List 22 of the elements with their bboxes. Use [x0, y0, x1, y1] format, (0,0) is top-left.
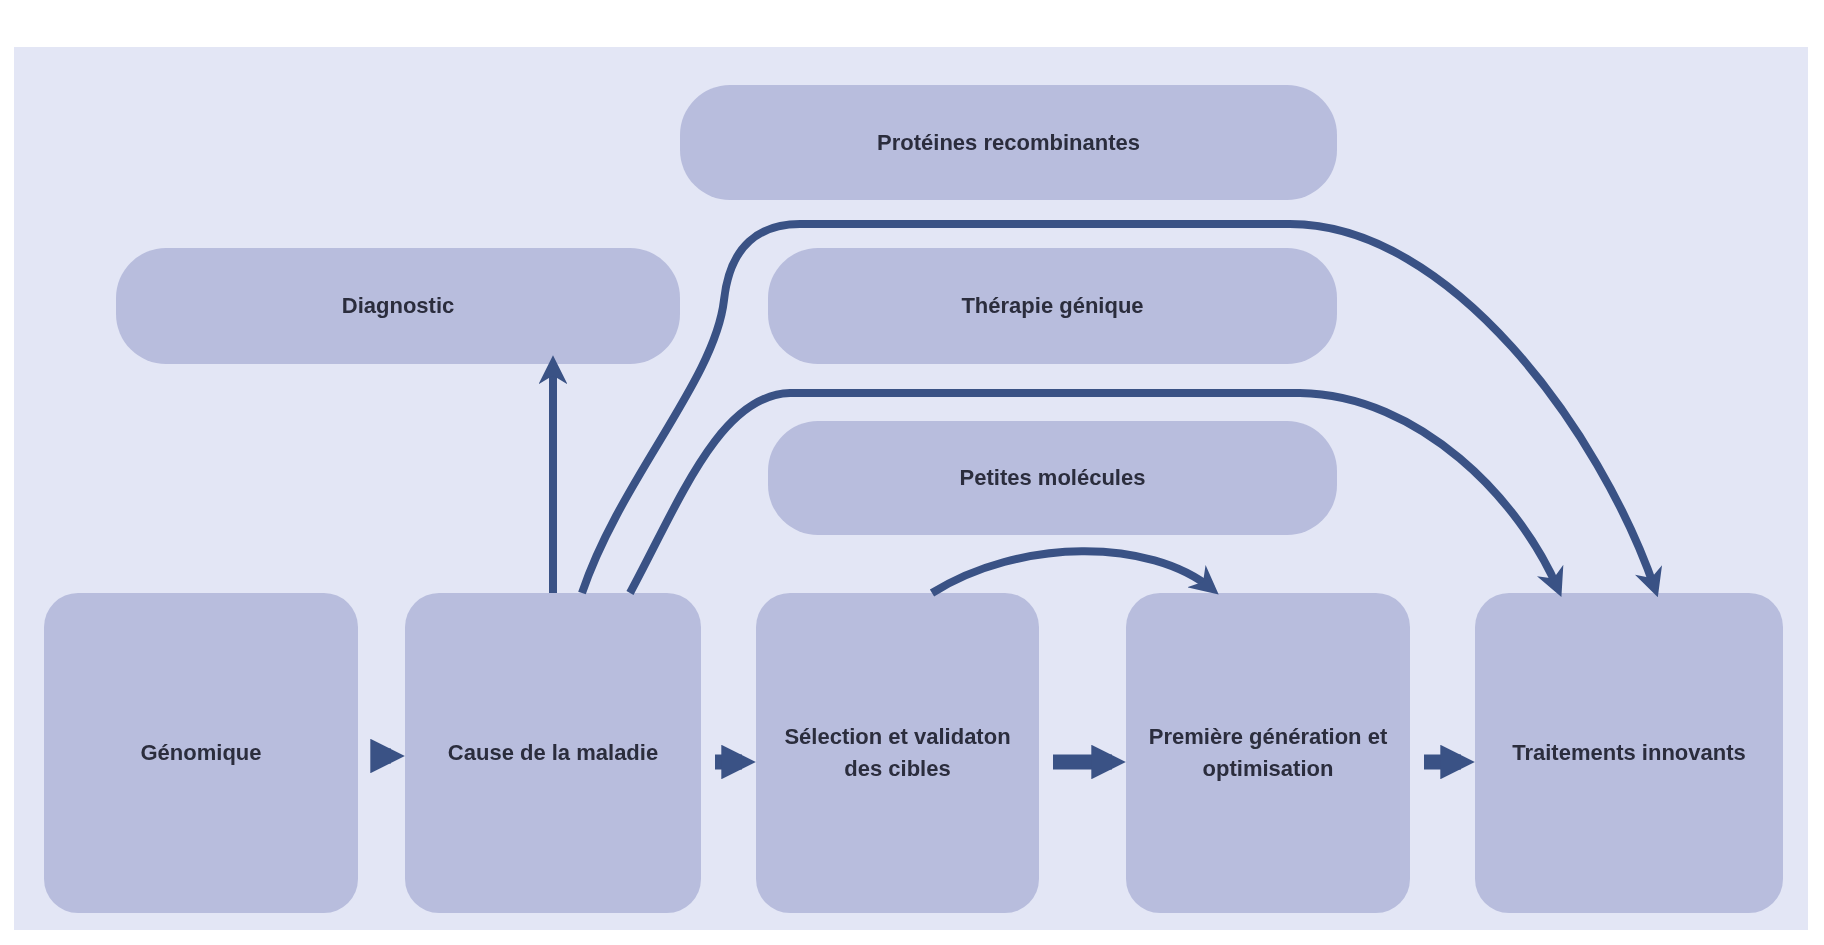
node-label: Petites molécules [959, 464, 1146, 493]
node-label: Cause de la maladie [447, 739, 659, 768]
process-box [405, 593, 701, 913]
arrow [370, 738, 405, 774]
process-box [1475, 593, 1783, 913]
node-label: Première génération et optimisation [1147, 723, 1389, 783]
process-box [756, 593, 1039, 913]
arrow [715, 744, 756, 780]
arrow [578, 220, 1662, 598]
node-label: Thérapie génique [961, 292, 1144, 321]
node-label: Traitements innovants [1512, 739, 1746, 768]
process-box [44, 593, 358, 913]
arrow [1424, 744, 1475, 780]
process-box [1126, 593, 1410, 913]
node-label: Sélection et validaton des cibles [783, 723, 1012, 783]
arrow [626, 389, 1563, 597]
arrow [538, 355, 568, 593]
arrow [930, 547, 1220, 597]
node-label: Génomique [140, 739, 262, 768]
arrow [1053, 744, 1126, 780]
node-label: Diagnostic [341, 292, 455, 321]
node-label: Protéines recombinantes [877, 128, 1140, 157]
